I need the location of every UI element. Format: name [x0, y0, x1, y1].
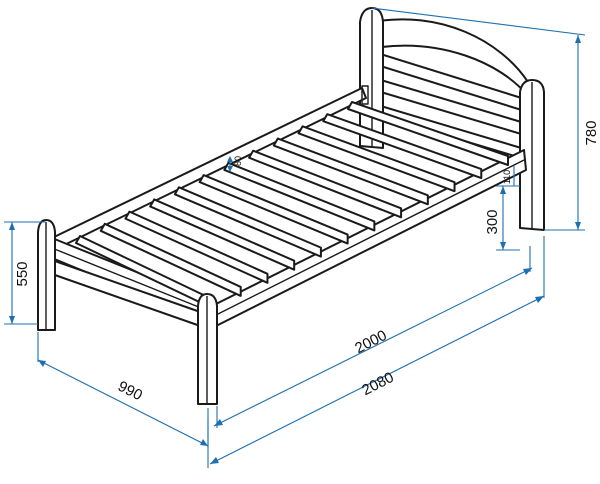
slat: [248, 149, 403, 219]
slat: [347, 101, 509, 166]
label-rail-height: 110: [502, 170, 512, 184]
slat: [297, 125, 456, 193]
label-inner-length: 2000: [352, 327, 389, 357]
slat: [322, 113, 483, 180]
side-rails: [51, 87, 527, 329]
slat: [149, 198, 296, 271]
slat: [173, 186, 322, 258]
footboard: [37, 219, 218, 405]
label-slat-gap: 80: [233, 156, 243, 166]
label-width: 990: [115, 378, 145, 405]
slat: [198, 174, 349, 245]
label-head-height: 780: [583, 120, 600, 145]
rail-detail: [361, 85, 369, 105]
label-clearance: 300: [484, 209, 501, 234]
slat: [272, 137, 429, 206]
label-outer-length: 2080: [359, 369, 396, 399]
label-foot-height: 550: [14, 261, 31, 286]
slat: [124, 210, 269, 284]
slat: [223, 161, 376, 232]
dimension-lines: [4, 7, 586, 468]
headboard: [359, 7, 545, 231]
slat: [99, 222, 242, 297]
slats: [75, 101, 509, 310]
